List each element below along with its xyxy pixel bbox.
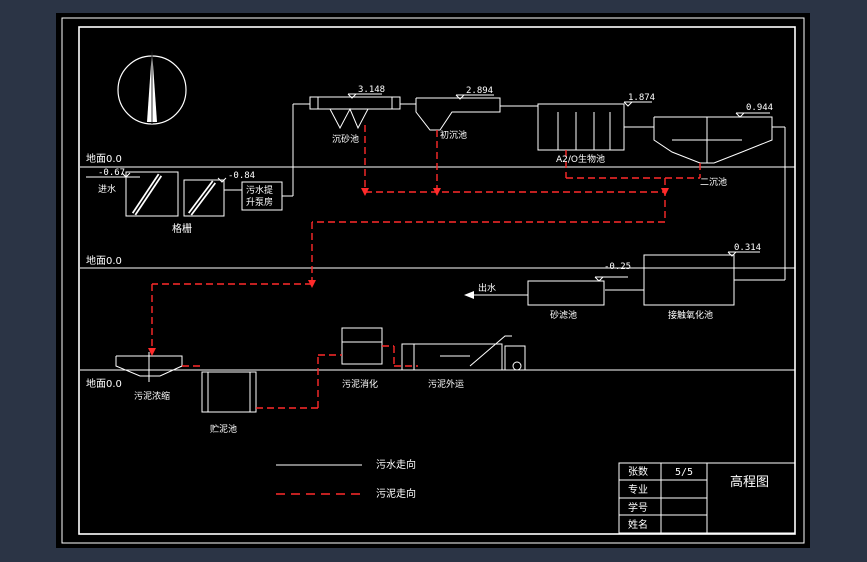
a2o-level-label: 1.874 xyxy=(628,93,655,103)
inner-frame xyxy=(78,26,796,535)
screen-label: 格栅 xyxy=(172,222,192,235)
title-block-row4-label: 姓名 xyxy=(628,518,648,531)
ground-label-bottom: 地面0.0 xyxy=(86,377,122,390)
transport-label: 污泥外运 xyxy=(428,378,464,390)
grit-label: 沉砂池 xyxy=(332,133,359,145)
pump-label-line2: 升泵房 xyxy=(246,196,273,208)
outlet-arrow-icon xyxy=(464,291,474,299)
a2o-label: A2/O生物池 xyxy=(556,153,605,165)
title-block-row3-label: 学号 xyxy=(628,501,648,514)
primary-label: 初沉池 xyxy=(440,129,467,141)
intake-level-label: -0.67 xyxy=(98,168,125,178)
secondary-level-label: 0.944 xyxy=(746,103,773,113)
digestion-label: 污泥消化 xyxy=(342,378,378,390)
screen-level-label: -0.84 xyxy=(228,171,255,181)
contact-level-label: 0.314 xyxy=(734,243,761,253)
legend: 污水走向 污泥走向 xyxy=(276,458,416,500)
sandfilter-label: 砂滤池 xyxy=(550,309,577,321)
title-block-row1-label: 张数 xyxy=(628,465,648,478)
sandfilter-level-label: -0.25 xyxy=(604,262,631,272)
ground-label-middle: 地面0.0 xyxy=(86,254,122,267)
sludge-path xyxy=(151,125,701,409)
outlet-label: 出水 xyxy=(478,282,496,294)
title-block-row2-label: 专业 xyxy=(628,483,648,496)
north-arrow-icon xyxy=(117,50,187,125)
wastewater-path xyxy=(86,96,786,413)
contact-label: 接触氧化池 xyxy=(668,309,713,321)
drawing-title: 高程图 xyxy=(730,474,769,490)
secondary-label: 二沉池 xyxy=(700,176,727,188)
pump-label-line1: 污水提 xyxy=(246,184,273,196)
sludge-arrows xyxy=(148,188,669,356)
legend-sludge-label: 污泥走向 xyxy=(376,487,416,500)
grit-level-label: 3.148 xyxy=(358,85,385,95)
outer-frame xyxy=(61,17,805,544)
legend-water-label: 污水走向 xyxy=(376,458,416,471)
thickener-label: 污泥浓缩 xyxy=(134,390,170,402)
title-block xyxy=(618,462,796,534)
primary-level-label: 2.894 xyxy=(466,86,493,96)
drawing-sheet xyxy=(56,13,810,548)
level-markers xyxy=(121,93,770,282)
intake-label: 进水 xyxy=(98,183,116,195)
storage-label: 贮泥池 xyxy=(210,423,237,435)
ground-label-top: 地面0.0 xyxy=(86,152,122,165)
title-block-row1-value: 5/5 xyxy=(675,467,693,478)
